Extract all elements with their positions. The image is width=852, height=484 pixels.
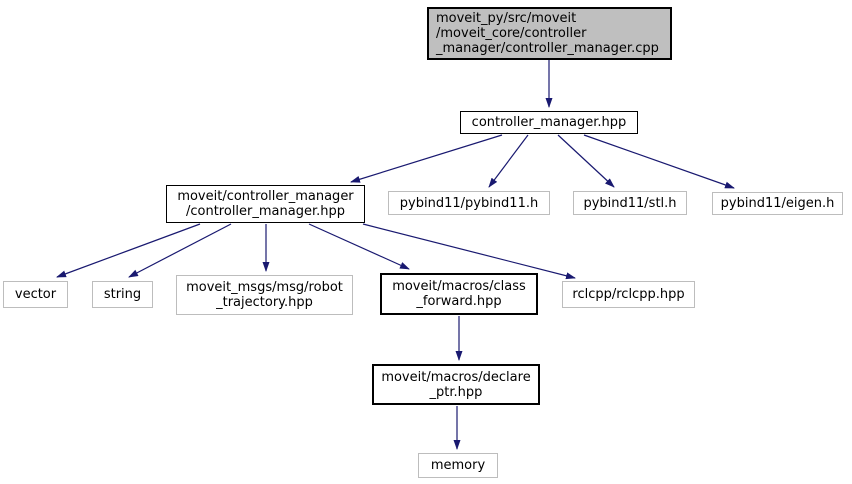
node-rclcpp-hpp: rclcpp/rclcpp.hpp [562, 281, 695, 308]
node-string: string [92, 281, 153, 308]
edge-mcmhpp-string [128, 223, 232, 278]
node-moveit-controller-manager-hpp[interactable]: moveit/controller_manager /controller_ma… [166, 185, 365, 223]
node-pybind11-h: pybind11/pybind11.h [388, 191, 550, 215]
node-controller-manager-hpp[interactable]: controller_manager.hpp [460, 111, 638, 134]
node-memory: memory [418, 453, 498, 478]
edge-mcmhpp-vector [56, 223, 201, 278]
edge-cmhpp-stl [557, 134, 615, 188]
node-declare-ptr-hpp[interactable]: moveit/macros/declare _ptr.hpp [372, 364, 540, 405]
edge-cmhpp-eigen [583, 134, 735, 189]
edge-mcmhpp-classforward [308, 223, 410, 270]
node-controller-manager-cpp: moveit_py/src/moveit /moveit_core/contro… [427, 7, 672, 60]
edge-mcmhpp-rclcpp [362, 223, 576, 280]
node-pybind11-stl-h: pybind11/stl.h [573, 191, 687, 215]
node-vector: vector [3, 281, 68, 308]
node-robot-trajectory-hpp: moveit_msgs/msg/robot _trajectory.hpp [176, 275, 353, 315]
edge-cmhpp-mcmhpp [350, 134, 503, 183]
edge-cmhpp-pybind11 [488, 134, 529, 188]
node-class-forward-hpp[interactable]: moveit/macros/class _forward.hpp [380, 273, 538, 315]
node-pybind11-eigen-h: pybind11/eigen.h [712, 192, 843, 215]
